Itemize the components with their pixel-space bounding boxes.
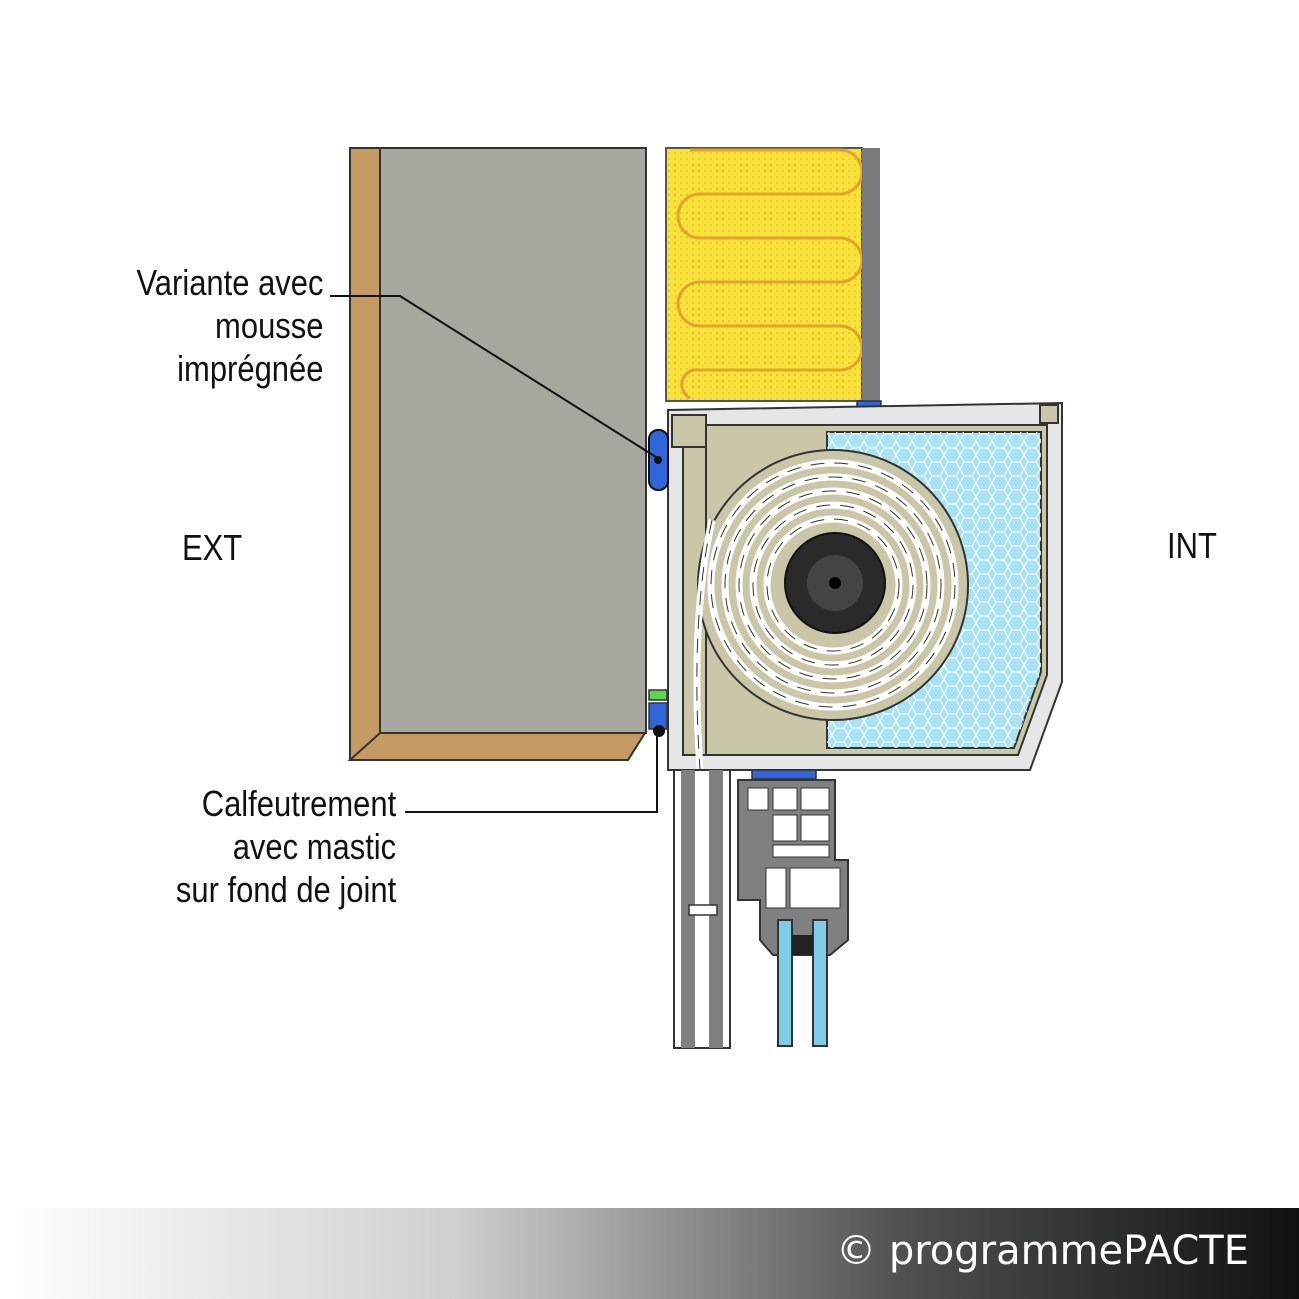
seal-green xyxy=(648,689,668,701)
label-calfeutrement-line2: avec mastic xyxy=(232,826,396,867)
wood-facing-left xyxy=(349,147,381,761)
leader-line-calfeutrement xyxy=(405,735,658,813)
glass-pane-right xyxy=(812,919,828,1047)
masonry-wall xyxy=(347,147,647,761)
footer-bar xyxy=(0,1208,1299,1299)
insulation-wave xyxy=(676,148,864,400)
leader-line-variante xyxy=(330,295,657,458)
label-exterior: EXT xyxy=(182,527,243,568)
backer-rod xyxy=(653,725,665,737)
box-corner-top-right xyxy=(1039,404,1059,424)
box-corner-top-left xyxy=(671,414,707,448)
insulation xyxy=(665,147,882,413)
label-calfeutrement-line3: sur fond de joint xyxy=(175,869,396,910)
window-frame xyxy=(673,769,849,1049)
copyright-text: © programmePACTE xyxy=(836,1228,1249,1274)
wood-facing-bottom xyxy=(347,732,647,761)
plasterboard xyxy=(862,148,880,401)
label-interior: INT xyxy=(1167,525,1217,566)
glass-pane-left xyxy=(777,919,793,1047)
slat-end-stop xyxy=(688,904,718,916)
seal-bottom-blue xyxy=(751,769,817,780)
label-variante-line3: imprégnée xyxy=(176,348,323,389)
label-variante-line1: Variante avec xyxy=(135,262,323,303)
shutter-roll xyxy=(697,449,969,721)
concrete-wall xyxy=(379,147,647,734)
label-calfeutrement-line1: Calfeutrement xyxy=(201,783,396,824)
label-variante-line2: mousse xyxy=(214,305,323,346)
